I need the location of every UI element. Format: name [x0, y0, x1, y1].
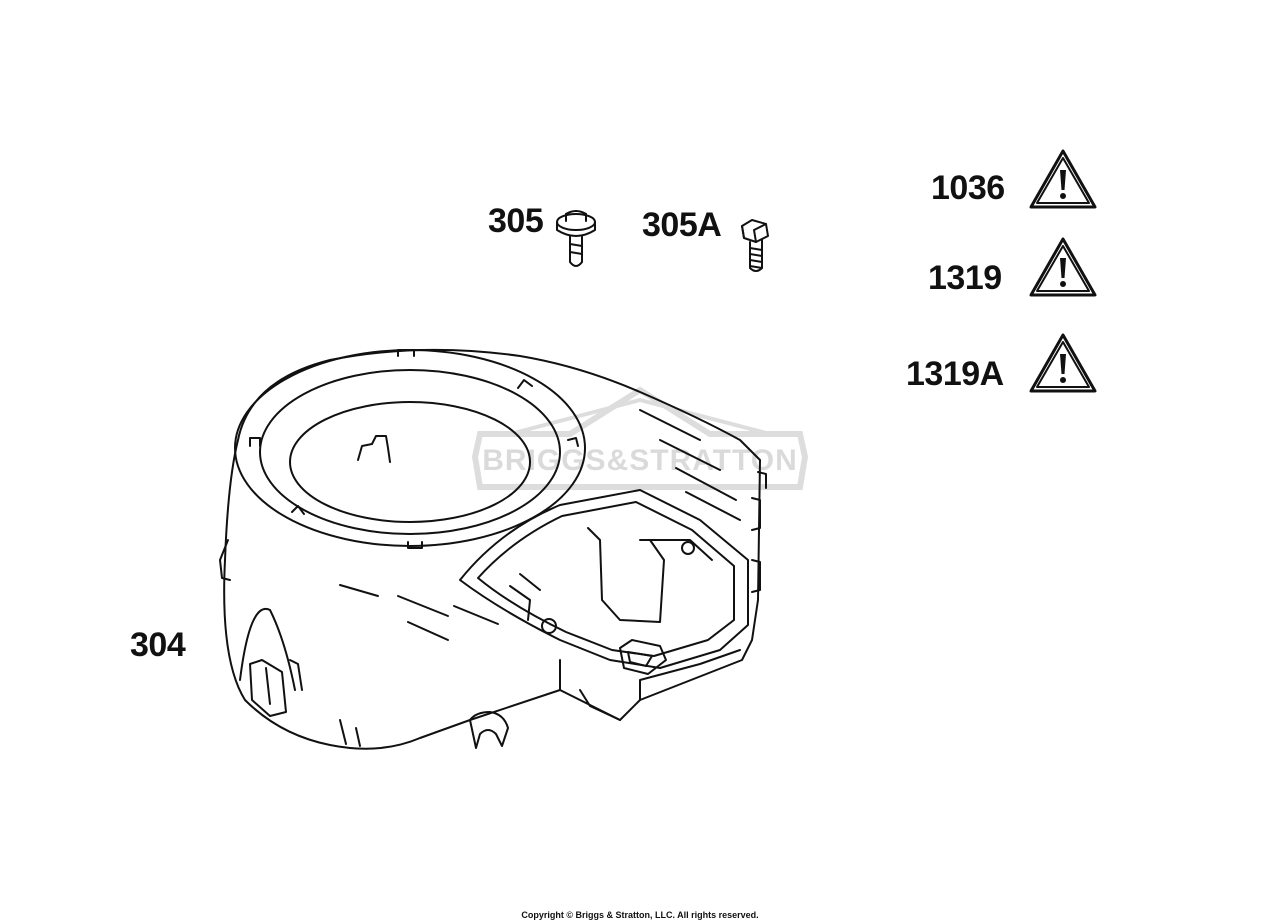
callout-305: 305: [488, 202, 544, 240]
callout-1319A: 1319A: [906, 355, 1004, 393]
warning-triangle-icon: [1029, 237, 1097, 297]
callout-305A: 305A: [642, 206, 722, 244]
warning-triangle-icon: [1029, 149, 1097, 209]
callout-304: 304: [130, 626, 186, 664]
screw-305A-drawing: [741, 219, 769, 272]
brand-watermark: BRIGGS&STRATTON: [470, 382, 810, 532]
blower-housing-304-drawing: [219, 348, 767, 750]
bolt-305-drawing: [556, 210, 596, 267]
copyright-notice: Copyright © Briggs & Stratton, LLC. All …: [521, 910, 759, 920]
callout-1036: 1036: [931, 169, 1005, 207]
watermark-text: BRIGGS&STRATTON: [482, 444, 798, 477]
warning-triangle-icon: [1029, 333, 1097, 393]
watermark-shape: [471, 386, 809, 490]
callout-1319: 1319: [928, 259, 1002, 297]
